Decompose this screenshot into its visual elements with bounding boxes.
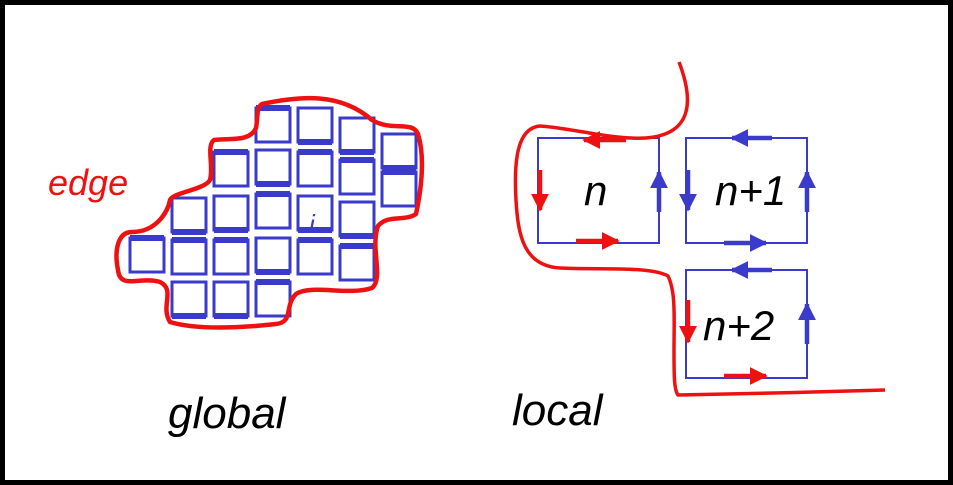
cell-n-label: n [584, 167, 607, 214]
lattice-cell [128, 236, 166, 274]
lattice-cell [254, 148, 292, 186]
global-lattice [128, 105, 418, 319]
lattice-cell [212, 150, 250, 188]
lattice-cell [170, 196, 208, 234]
lattice-cell [296, 238, 334, 276]
lattice-cell [338, 116, 376, 154]
lattice-cell [254, 236, 292, 274]
lattice-cell [254, 106, 292, 144]
lattice-cell [170, 238, 208, 276]
lattice-cell [212, 280, 250, 318]
lattice-cell [296, 150, 334, 188]
cell-n1-label: n+1 [715, 167, 786, 214]
lattice-cell [296, 106, 334, 144]
global-label: global [168, 389, 287, 438]
lattice-cell [338, 244, 376, 282]
lattice-cell [212, 238, 250, 276]
local-label: local [512, 386, 604, 435]
lattice-cell [212, 194, 250, 232]
local-edge-curve [513, 61, 886, 397]
edge-label: edge [48, 162, 128, 203]
lattice-cell [380, 170, 418, 208]
lattice-cell [338, 158, 376, 196]
lattice-cell [296, 194, 334, 232]
lattice-cell [254, 192, 292, 230]
lattice-cell [380, 132, 418, 170]
lattice-cell [170, 280, 208, 318]
lattice-cell [254, 280, 292, 318]
lattice-cell [338, 200, 376, 238]
cell-n2-label: n+2 [703, 302, 774, 349]
global-edge-curve [114, 95, 425, 330]
site-index-label: i [309, 209, 316, 239]
